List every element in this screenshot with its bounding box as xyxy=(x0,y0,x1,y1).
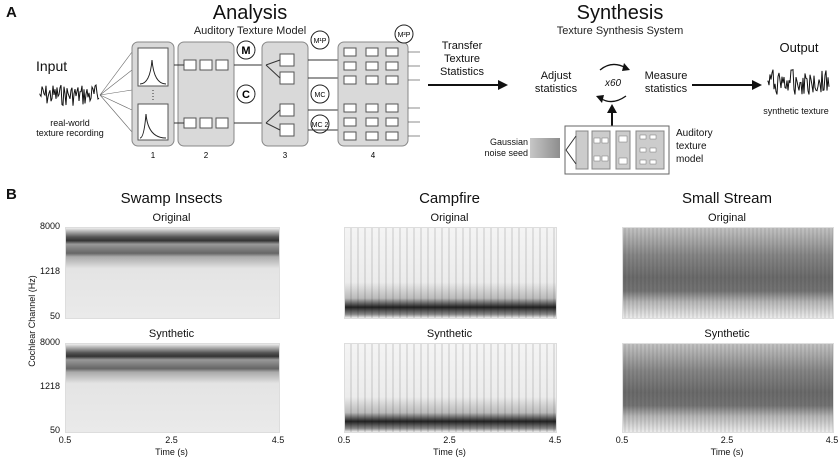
cycle-arrows-icon xyxy=(596,63,630,103)
input-caption-2: texture recording xyxy=(36,128,104,138)
y-tick-label: 1218 xyxy=(39,381,60,391)
x-tick-label: 2.5 xyxy=(443,435,456,445)
input-waveform-icon xyxy=(39,84,100,107)
analysis-title: Analysis xyxy=(212,2,288,24)
stat-node-m1p-icon: M¹P xyxy=(310,30,330,50)
input-caption-1: real-world xyxy=(50,118,90,128)
output-label: Output xyxy=(779,40,819,55)
transfer-label-3: Statistics xyxy=(439,66,484,78)
svg-text:3: 3 xyxy=(283,151,288,160)
mini-texture-model-icon xyxy=(564,125,670,175)
x-tick-label: 0.5 xyxy=(58,435,72,445)
spectrogram-0-1 xyxy=(65,343,280,433)
row-label-0-0: Original xyxy=(152,212,191,224)
synthesis-title: Synthesis xyxy=(576,2,664,24)
column-title-2: Small Stream xyxy=(681,190,773,207)
analysis-diagram: M C M¹P MC MC 2 xyxy=(39,24,830,175)
svg-text:4: 4 xyxy=(371,151,376,160)
model-label-3: model xyxy=(676,154,704,165)
noise-seed-icon xyxy=(530,138,560,158)
x-tick-label: 2.5 xyxy=(165,435,178,445)
spectrogram-0-0 xyxy=(65,227,280,319)
transfer-label-2: Texture xyxy=(443,53,481,65)
x-tick-label: 4.5 xyxy=(271,435,285,445)
spectrogram-1-0 xyxy=(344,227,557,319)
svg-text:M²P: M²P xyxy=(398,32,411,39)
column-title-0: Swamp Insects xyxy=(120,190,223,207)
measure-label-2: statistics xyxy=(644,83,688,95)
stat-node-mc2-icon: MC 2 xyxy=(310,114,330,134)
row-label-1-0: Original xyxy=(430,212,469,224)
adjust-label-2: statistics xyxy=(534,83,578,95)
x-tick-label: 2.5 xyxy=(720,435,734,445)
svg-text:M¹P: M¹P xyxy=(314,38,327,45)
x-axis-label: Time (s) xyxy=(433,447,466,457)
output-waveform-icon xyxy=(767,68,830,95)
noise-label-1: Gaussian xyxy=(489,137,528,147)
iterations-label: x60 xyxy=(604,78,622,89)
panel-b-letter: B xyxy=(6,186,17,203)
x-axis-label: Time (s) xyxy=(155,447,188,457)
row-label-2-0: Original xyxy=(708,212,746,224)
noise-label-2: noise seed xyxy=(484,148,528,158)
y-tick-label: 8000 xyxy=(39,337,60,347)
x-tick-label: 0.5 xyxy=(615,435,629,445)
input-label: Input xyxy=(36,58,68,74)
filterbank-fan xyxy=(99,51,133,133)
y-tick-label: 1218 xyxy=(39,266,60,276)
y-tick-label: 50 xyxy=(49,425,60,435)
x-axis-label: Time (s) xyxy=(710,447,744,457)
stat-node-m-icon: M xyxy=(236,40,256,60)
stage-2-box xyxy=(174,41,235,147)
row-label-0-1: Synthetic xyxy=(148,328,195,340)
svg-text:1: 1 xyxy=(151,151,156,160)
spectrogram-1-1 xyxy=(344,343,557,433)
model-feedback-arrow-icon xyxy=(607,104,617,126)
model-label-2: texture xyxy=(676,141,707,152)
output-arrow-icon xyxy=(692,80,762,90)
svg-text:M: M xyxy=(241,45,250,57)
transfer-arrow-icon xyxy=(428,80,508,90)
panel-a-letter: A xyxy=(6,4,17,21)
stage-3-box xyxy=(261,41,309,147)
transfer-label-1: Transfer xyxy=(441,40,483,52)
x-tick-label: 4.5 xyxy=(825,435,839,445)
svg-text:MC: MC xyxy=(315,92,326,99)
spectrogram-2-0 xyxy=(622,227,834,319)
x-tick-label: 4.5 xyxy=(548,435,562,445)
column-title-1: Campfire xyxy=(419,190,480,207)
stat-node-mc-icon: MC xyxy=(310,84,330,104)
model-label-1: Auditory xyxy=(676,128,713,139)
svg-text:MC 2: MC 2 xyxy=(312,122,329,129)
y-tick-label: 50 xyxy=(49,311,60,321)
stage-1-box xyxy=(131,41,175,147)
stat-node-m2p-icon: M²P xyxy=(394,24,414,44)
row-label-1-1: Synthetic xyxy=(426,328,473,340)
synthesis-subtitle: Texture Synthesis System xyxy=(556,25,684,37)
y-tick-label: 8000 xyxy=(39,221,60,231)
measure-label-1: Measure xyxy=(644,70,688,82)
spectrogram-2-1 xyxy=(622,343,834,433)
output-caption: synthetic texture xyxy=(763,106,829,116)
stat-node-c-icon: C xyxy=(236,84,256,104)
x-tick-label: 0.5 xyxy=(337,435,351,445)
row-label-2-1: Synthetic xyxy=(704,328,750,340)
y-axis-label: Cochlear Channel (Hz) xyxy=(27,275,37,367)
stage-4-box xyxy=(337,41,420,147)
svg-text:C: C xyxy=(242,89,250,101)
adjust-label-1: Adjust xyxy=(540,70,572,82)
analysis-subtitle: Auditory Texture Model xyxy=(193,25,307,37)
svg-text:2: 2 xyxy=(204,151,209,160)
